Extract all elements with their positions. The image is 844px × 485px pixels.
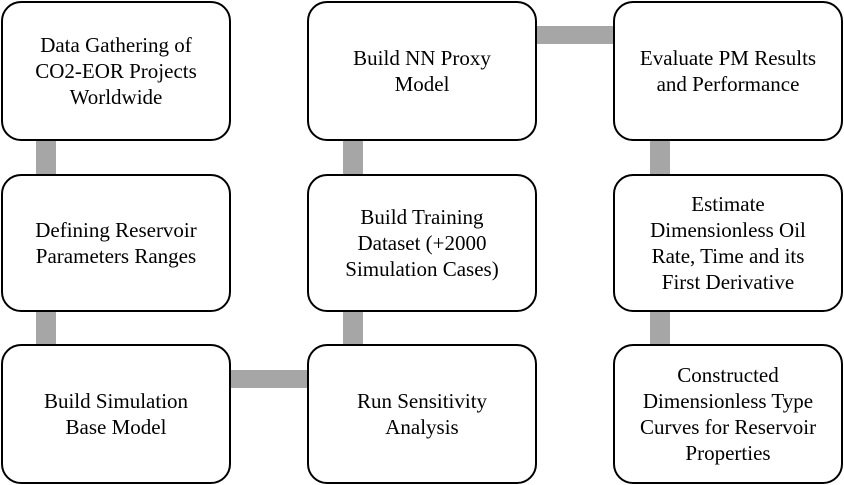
box-defining-ranges: Defining Reservoir Parameters Ranges [1,174,231,312]
box-run-sensitivity: Run Sensitivity Analysis [307,344,537,484]
box-evaluate-pm-label: Evaluate PM Results and Performance [639,46,817,96]
connector-build-simulation-to-run-sensitivity [230,370,308,388]
box-data-gathering: Data Gathering of CO2-EOR Projects World… [1,1,231,141]
box-evaluate-pm: Evaluate PM Results and Performance [613,1,843,141]
connector-data-gathering-to-defining-ranges [36,140,56,176]
connector-build-nn-to-evaluate-pm [536,26,614,44]
box-build-nn: Build NN Proxy Model [307,1,537,141]
box-estimate-dimensionless-label: Estimate Dimensionless Oil Rate, Time an… [650,192,806,294]
box-run-sensitivity-label: Run Sensitivity Analysis [356,389,488,439]
connector-defining-ranges-to-build-simulation [36,310,56,346]
box-constructed-curves-label: Constructed Dimensionless Type Curves fo… [639,363,817,465]
box-build-simulation-label: Build Simulation Base Model [43,389,189,439]
box-data-gathering-label: Data Gathering of CO2-EOR Projects World… [35,33,197,109]
box-build-simulation: Build Simulation Base Model [1,344,231,484]
box-build-training-label: Build Training Dataset (+2000 Simulation… [345,205,499,281]
connector-run-sensitivity-to-build-training [343,310,363,346]
connector-estimate-dimensionless-to-constructed-curves [650,310,670,346]
connector-evaluate-pm-to-estimate-dimensionless [650,140,670,176]
box-build-training: Build Training Dataset (+2000 Simulation… [307,174,537,312]
box-constructed-curves: Constructed Dimensionless Type Curves fo… [613,344,843,484]
box-build-nn-label: Build NN Proxy Model [353,46,491,96]
box-estimate-dimensionless: Estimate Dimensionless Oil Rate, Time an… [613,174,843,312]
box-defining-ranges-label: Defining Reservoir Parameters Ranges [35,218,197,268]
connector-build-training-to-build-nn [343,140,363,176]
